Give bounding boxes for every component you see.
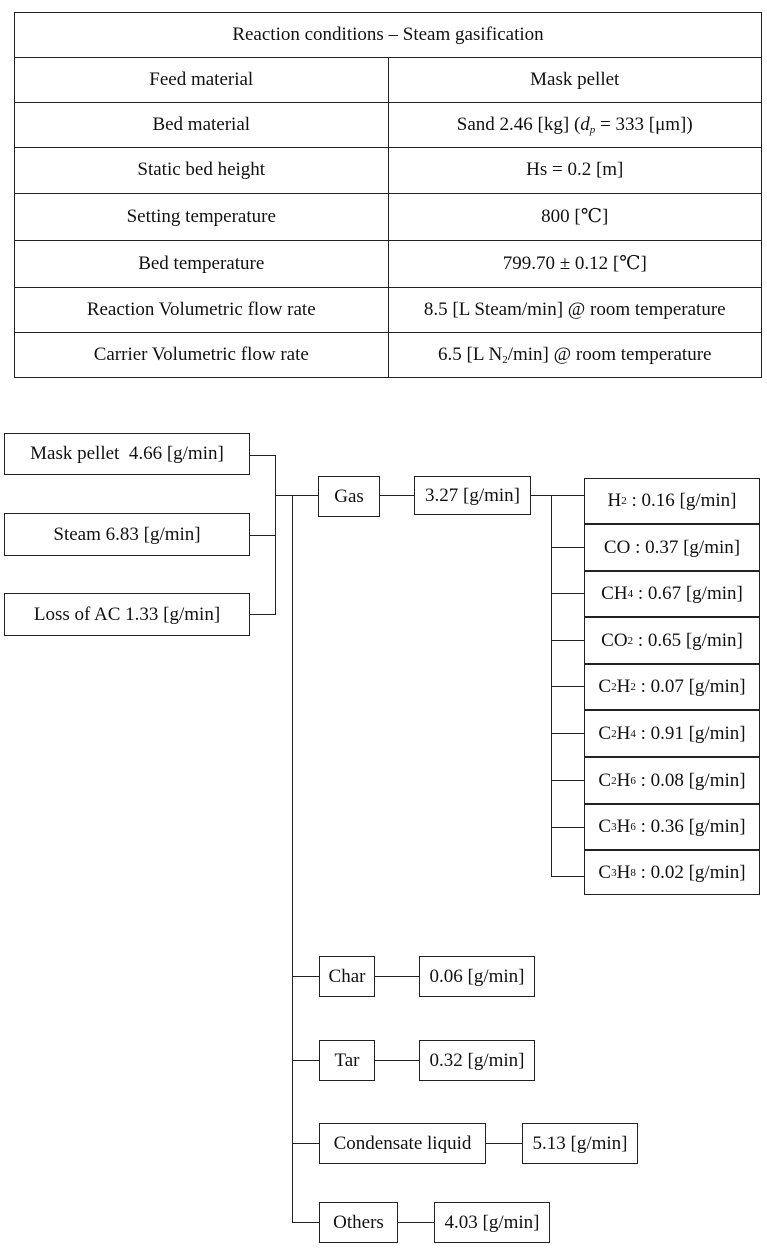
input-mask-pellet: Mask pellet 4.66 [g/min] [4,433,250,475]
table-row: Static bed height Hs = 0.2 [m] [14,147,762,194]
connector-line [551,780,584,781]
connector-line [551,686,584,687]
table-row: Feed material Mask pellet [14,57,762,104]
connector-line [275,495,318,496]
table-row: Setting temperature 800 [℃] [14,192,762,241]
output-others-value: 4.03 [g/min] [434,1202,550,1243]
connector-line [531,495,584,496]
output-gas-value: 3.27 [g/min] [414,476,531,515]
row-label: Static bed height [14,147,389,194]
connector-line [380,495,414,496]
output-gas-label: Gas [318,476,380,517]
row-value: 8.5 [L Steam/min] @ room temperature [387,286,762,333]
connector-line [250,455,275,456]
connector-line [551,876,584,877]
connector-line [292,1060,319,1061]
row-label: Carrier Volumetric flow rate [14,331,389,379]
connector-line [551,827,584,828]
connector-line [551,593,584,594]
table-header-row: Reaction conditions – Steam gasification [14,11,762,59]
row-value: 799.70 ± 0.12 [℃] [387,239,762,288]
connector-line [551,547,584,548]
connector-line [275,455,276,615]
row-label: Setting temperature [14,192,389,241]
output-tar-label: Tar [319,1040,375,1081]
connector-line [398,1222,434,1223]
row-value: Mask pellet [387,57,762,104]
connector-line [486,1143,522,1144]
input-loss-of-ac: Loss of AC 1.33 [g/min] [4,593,250,636]
connector-line [292,495,293,1223]
connector-line [375,1060,419,1061]
table-row: Bed temperature 799.70 ± 0.12 [℃] [14,239,762,288]
connector-line [292,976,319,977]
row-label: Reaction Volumetric flow rate [14,286,389,333]
connector-line [250,535,275,536]
connector-line [375,976,419,977]
table-row: Bed material Sand 2.46 [kg] (dp = 333 [μ… [14,102,762,149]
output-tar-value: 0.32 [g/min] [419,1040,535,1081]
row-label: Bed temperature [14,239,389,288]
connector-line [292,1143,319,1144]
output-char-value: 0.06 [g/min] [419,956,535,997]
connector-line [551,640,584,641]
reaction-conditions-table: Reaction conditions – Steam gasification… [14,11,762,379]
output-condensate-value: 5.13 [g/min] [522,1123,638,1164]
row-label: Bed material [14,102,389,149]
row-value: 800 [℃] [387,192,762,241]
table-row: Carrier Volumetric flow rate 6.5 [L N2/m… [14,331,762,379]
connector-line [551,733,584,734]
input-steam: Steam 6.83 [g/min] [4,513,250,556]
output-condensate-label: Condensate liquid [319,1123,486,1164]
row-label: Feed material [14,57,389,104]
output-others-label: Others [319,1202,398,1243]
row-value: 6.5 [L N2/min] @ room temperature [387,331,762,379]
connector-line [250,614,275,615]
row-value: Hs = 0.2 [m] [387,147,762,194]
output-char-label: Char [319,956,375,997]
connector-line [292,1222,319,1223]
table-row: Reaction Volumetric flow rate 8.5 [L Ste… [14,286,762,333]
row-value: Sand 2.46 [kg] (dp = 333 [μm]) [387,102,762,149]
gas-component-co: CO : 0.37 [g/min] [584,524,760,571]
table-title: Reaction conditions – Steam gasification [14,11,762,59]
